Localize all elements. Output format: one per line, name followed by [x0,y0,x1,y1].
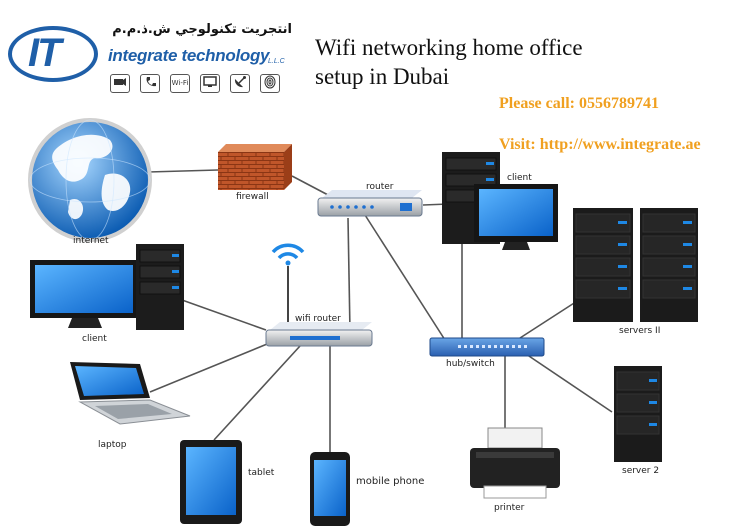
logo-llc-suffix: L.L.C [268,58,285,65]
label-router: router [366,182,394,192]
tablet-icon [180,440,242,524]
mobile-phone-icon [310,452,350,526]
printer-icon [470,427,560,499]
logo-english-name: integrate technology [108,46,270,65]
link-router-wifirouter [347,217,351,333]
label-firewall: firewall [236,192,269,202]
servers-cluster-icon [573,208,698,322]
contact-website: Visit: http://www.integrate.ae [499,136,701,153]
label-servers: servers II [619,326,661,336]
label-internet: internet [73,236,109,246]
link-client-wifirouter [181,299,267,331]
label-printer: printer [494,503,525,513]
link-hub-server2 [519,349,613,413]
desktop-client-top-icon [442,152,558,250]
label-client-top: client [507,173,532,183]
computer-icon [200,74,220,93]
link-tablet-wifirouter [213,345,301,441]
laptop-icon [70,362,191,425]
label-client-left: client [82,334,107,344]
label-mobile-phone: mobile phone [356,476,425,487]
label-laptop: laptop [98,440,127,450]
hub-switch-icon [429,337,545,357]
camera-icon [110,74,130,93]
page-title: Wifi networking home office setup in Dub… [315,33,583,91]
link-firewall-router [291,175,331,197]
wifi-icon: Wi-Fi [170,74,190,93]
logo-monogram-text: IT [28,31,62,75]
contact-phone: Please call: 0556789741 [499,95,659,112]
server-2-icon [614,366,662,462]
link-router-hub [364,214,446,341]
firewall-icon [218,144,292,190]
fingerprint-icon [260,74,280,93]
wifi-router-icon [265,243,373,347]
router-icon [317,190,423,217]
phone-icon [140,74,160,93]
satellite-dish-icon [230,74,250,93]
wifi-icon-text: Wi-Fi [171,79,189,87]
link-internet-firewall [147,169,219,173]
label-wifi-router: wifi router [295,314,341,324]
label-hub-switch: hub/switch [446,359,495,369]
globe-icon [28,118,152,242]
title-line-2: setup in Dubai [315,64,450,89]
link-laptop-wifirouter [149,341,273,393]
logo-arabic-name: انتجريت تكنولوجي ش.ذ.م.م [112,22,292,37]
label-tablet: tablet [248,468,275,478]
title-line-1: Wifi networking home office [315,35,583,60]
desktop-client-left-icon [30,244,184,330]
label-server-2: server 2 [622,466,660,476]
logo-monogram: IT [8,26,98,82]
